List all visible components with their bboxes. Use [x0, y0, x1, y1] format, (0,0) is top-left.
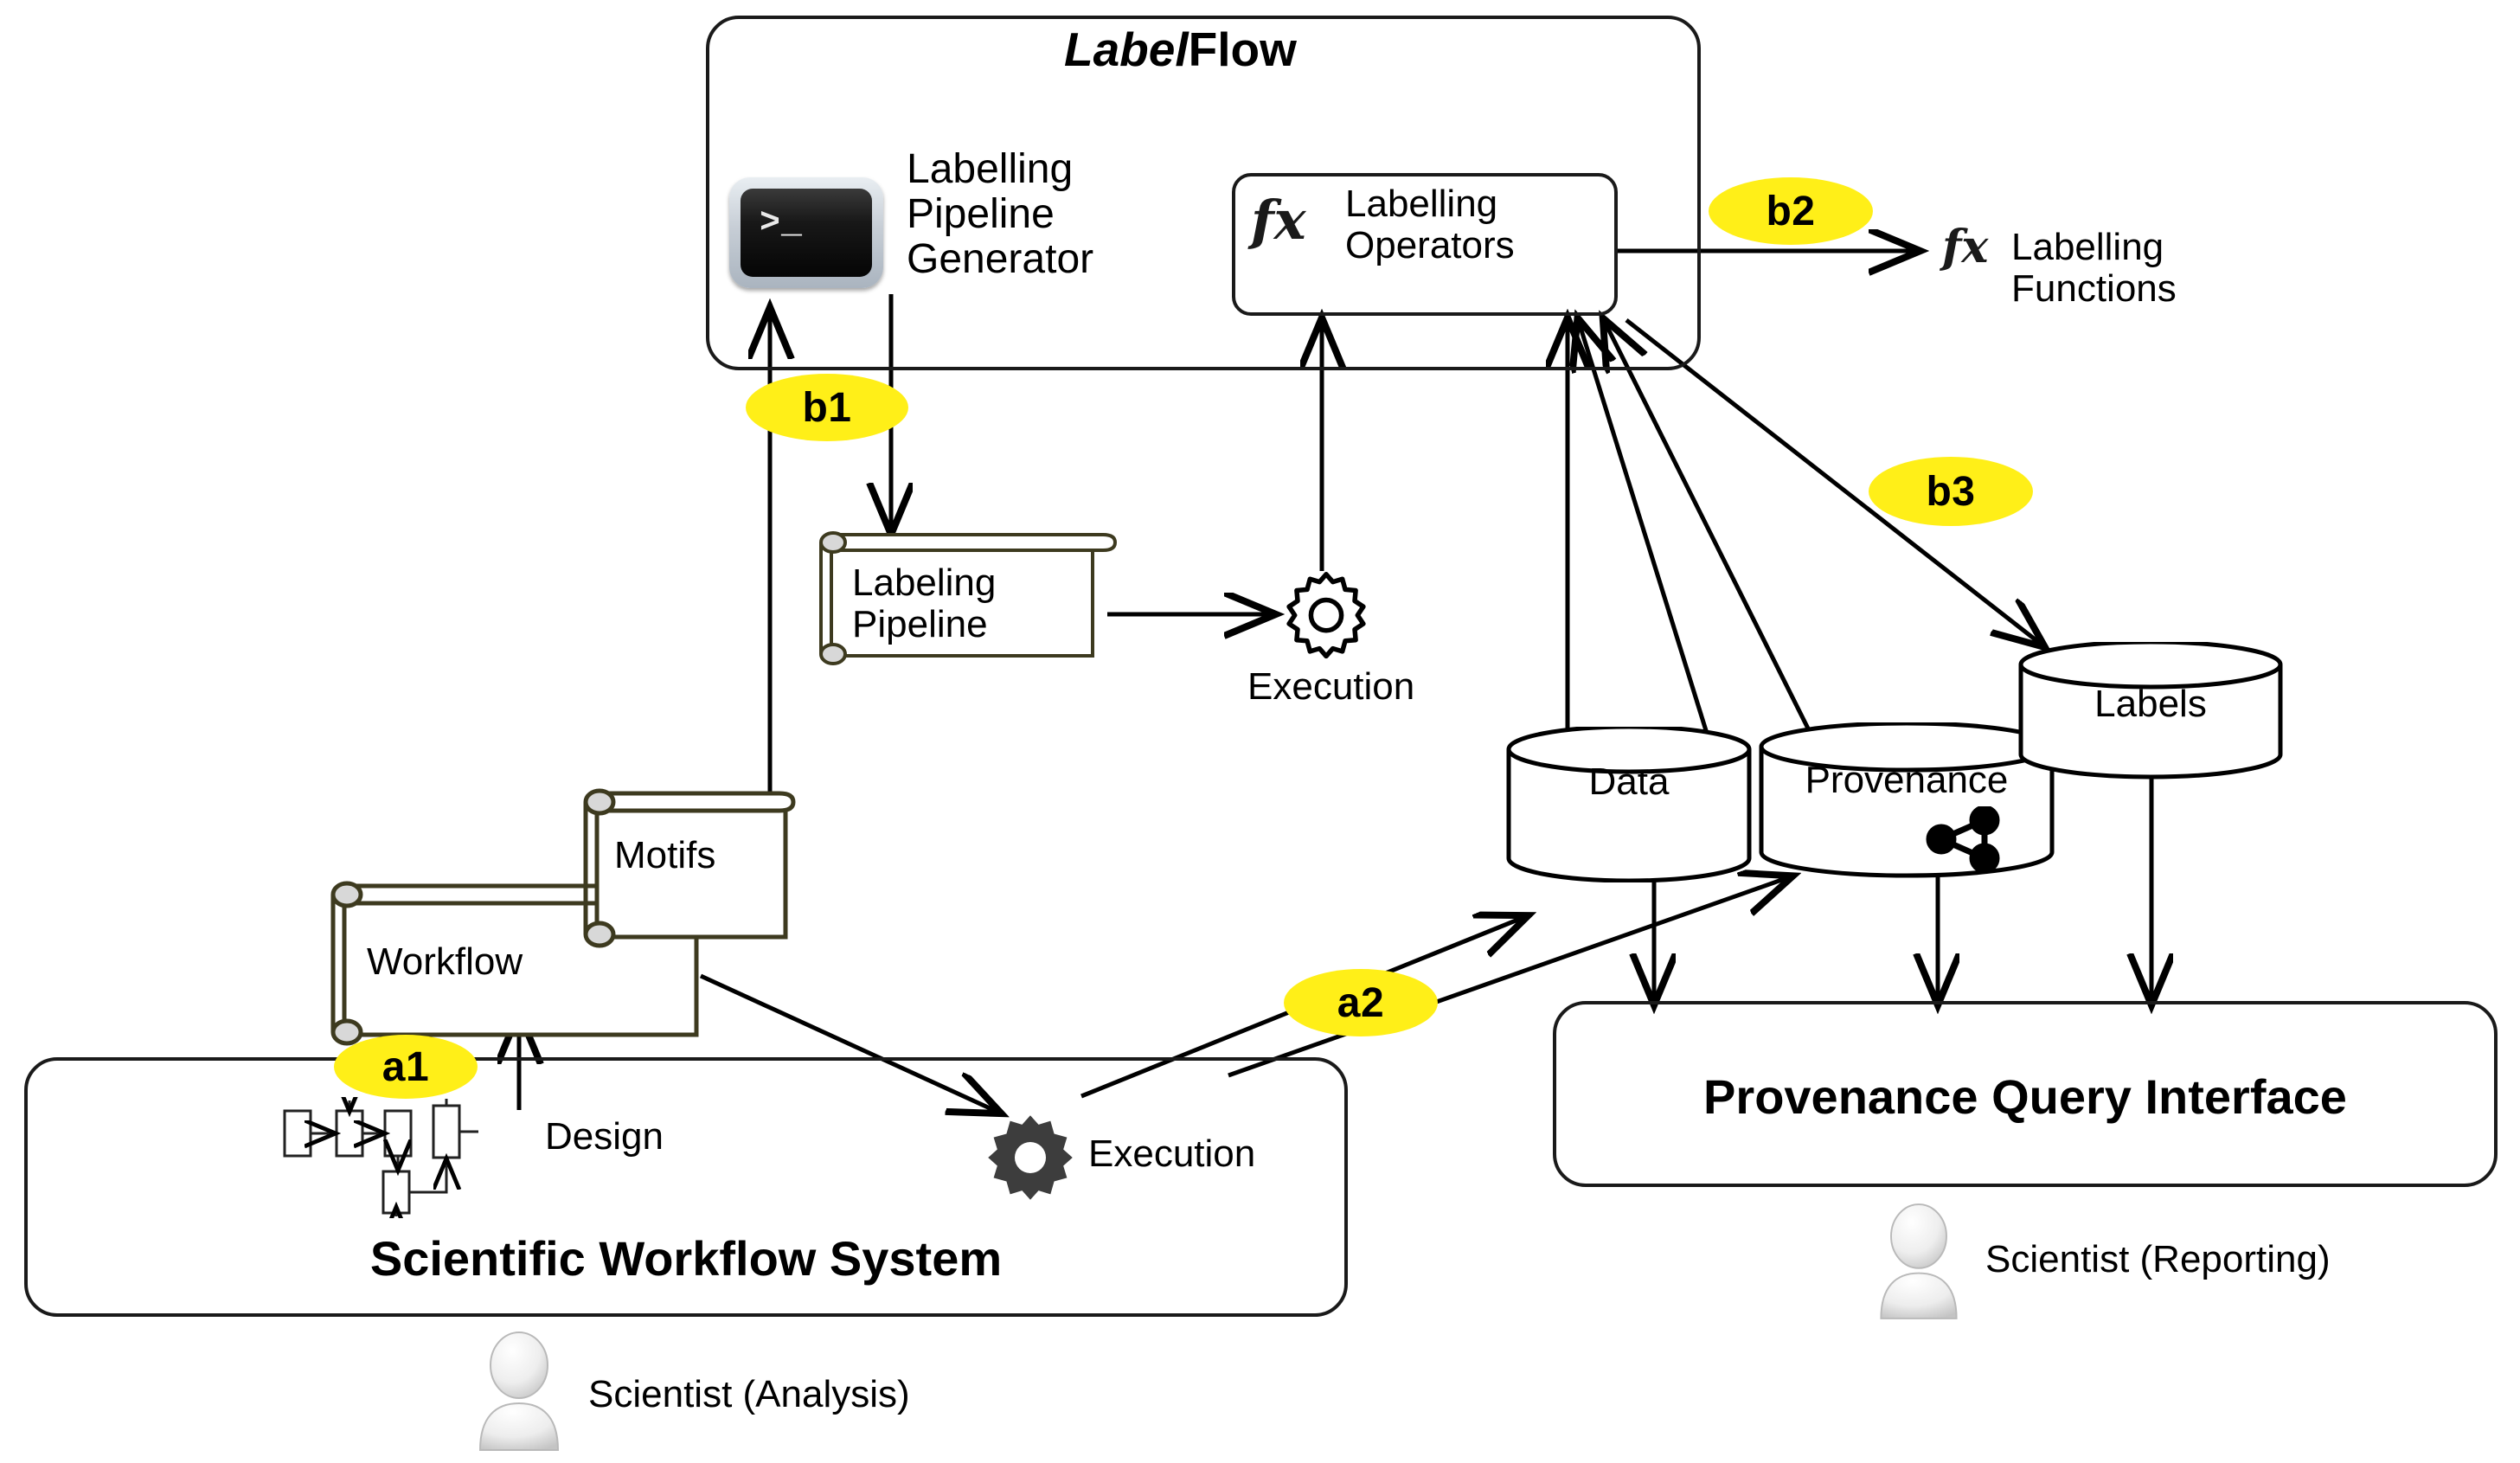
avatar-scientist-reporting	[1864, 1203, 1973, 1320]
labelling-functions-line1: Labelling	[2011, 226, 2164, 268]
gear-filled-icon	[984, 1112, 1076, 1203]
workflow-graph-icon	[281, 1097, 480, 1218]
flow-badge-a1: a1	[334, 1035, 478, 1099]
fx-icon-operators: fx	[1251, 189, 1306, 252]
terminal-screen: >_	[741, 189, 872, 277]
pipeline-generator-line3: Generator	[907, 235, 1094, 282]
labeling-pipeline-line1: Labeling	[852, 561, 997, 604]
labeling-pipeline-doc	[818, 526, 1118, 665]
data-store-label: Data	[1588, 760, 1670, 803]
labelling-operators-line1: Labelling	[1345, 183, 1498, 225]
flow-badge-b1: b1	[746, 374, 908, 441]
pipeline-execution-label: Execution	[1247, 665, 1415, 708]
design-label: Design	[545, 1115, 664, 1158]
scientific-workflow-system-title: Scientific Workflow System	[369, 1231, 1003, 1286]
flow-badge-b3: b3	[1869, 457, 2033, 526]
terminal-prompt-glyph: >_	[760, 204, 804, 243]
labelflow-title-italic: Label	[1064, 22, 1189, 76]
flow-badge-b2: b2	[1709, 177, 1873, 245]
labelflow-title-plain: Flow	[1188, 22, 1297, 76]
gear-outline-icon	[1279, 567, 1374, 662]
workflow-doc-label: Workflow	[367, 940, 523, 983]
labeling-pipeline-line2: Pipeline	[852, 602, 988, 645]
pipeline-generator-line2: Pipeline	[907, 190, 1055, 237]
terminal-icon: >_	[729, 177, 883, 288]
provenance-query-interface-box	[1553, 1001, 2498, 1187]
provenance-query-interface-title: Provenance Query Interface	[1703, 1069, 2347, 1124]
labels-store-cylinder	[2016, 642, 2286, 780]
labelling-operators-line2: Operators	[1345, 223, 1515, 266]
avatar-scientist-analysis	[463, 1331, 575, 1452]
arrow-labels-feedback-to-operators	[1605, 322, 1815, 739]
pipeline-generator-line1: Labelling	[907, 146, 1074, 192]
labels-store-label: Labels	[2094, 683, 2207, 725]
scientist-reporting-label: Scientist (Reporting)	[1985, 1238, 2331, 1280]
provenance-store-label: Provenance	[1805, 759, 2009, 801]
data-store-cylinder	[1504, 727, 1754, 882]
share-network-icon	[1922, 806, 2005, 872]
provenance-store-cylinder	[1756, 722, 2057, 880]
scientific-workflow-system-box	[24, 1057, 1348, 1317]
motifs-doc	[581, 783, 798, 952]
arrow-provenance-to-operators	[1579, 322, 1715, 754]
labelflow-title: LabelFlow	[1064, 22, 1297, 76]
flow-badge-a2: a2	[1284, 969, 1438, 1036]
scientist-analysis-label: Scientist (Analysis)	[588, 1373, 910, 1415]
workflow-execution-label: Execution	[1088, 1133, 1256, 1175]
labelflow-container	[706, 16, 1701, 370]
fx-icon-functions: fx	[1942, 221, 1989, 273]
labelling-functions-line2: Functions	[2011, 266, 2177, 310]
labelling-operators-box	[1232, 173, 1618, 316]
motifs-doc-label: Motifs	[614, 834, 716, 876]
